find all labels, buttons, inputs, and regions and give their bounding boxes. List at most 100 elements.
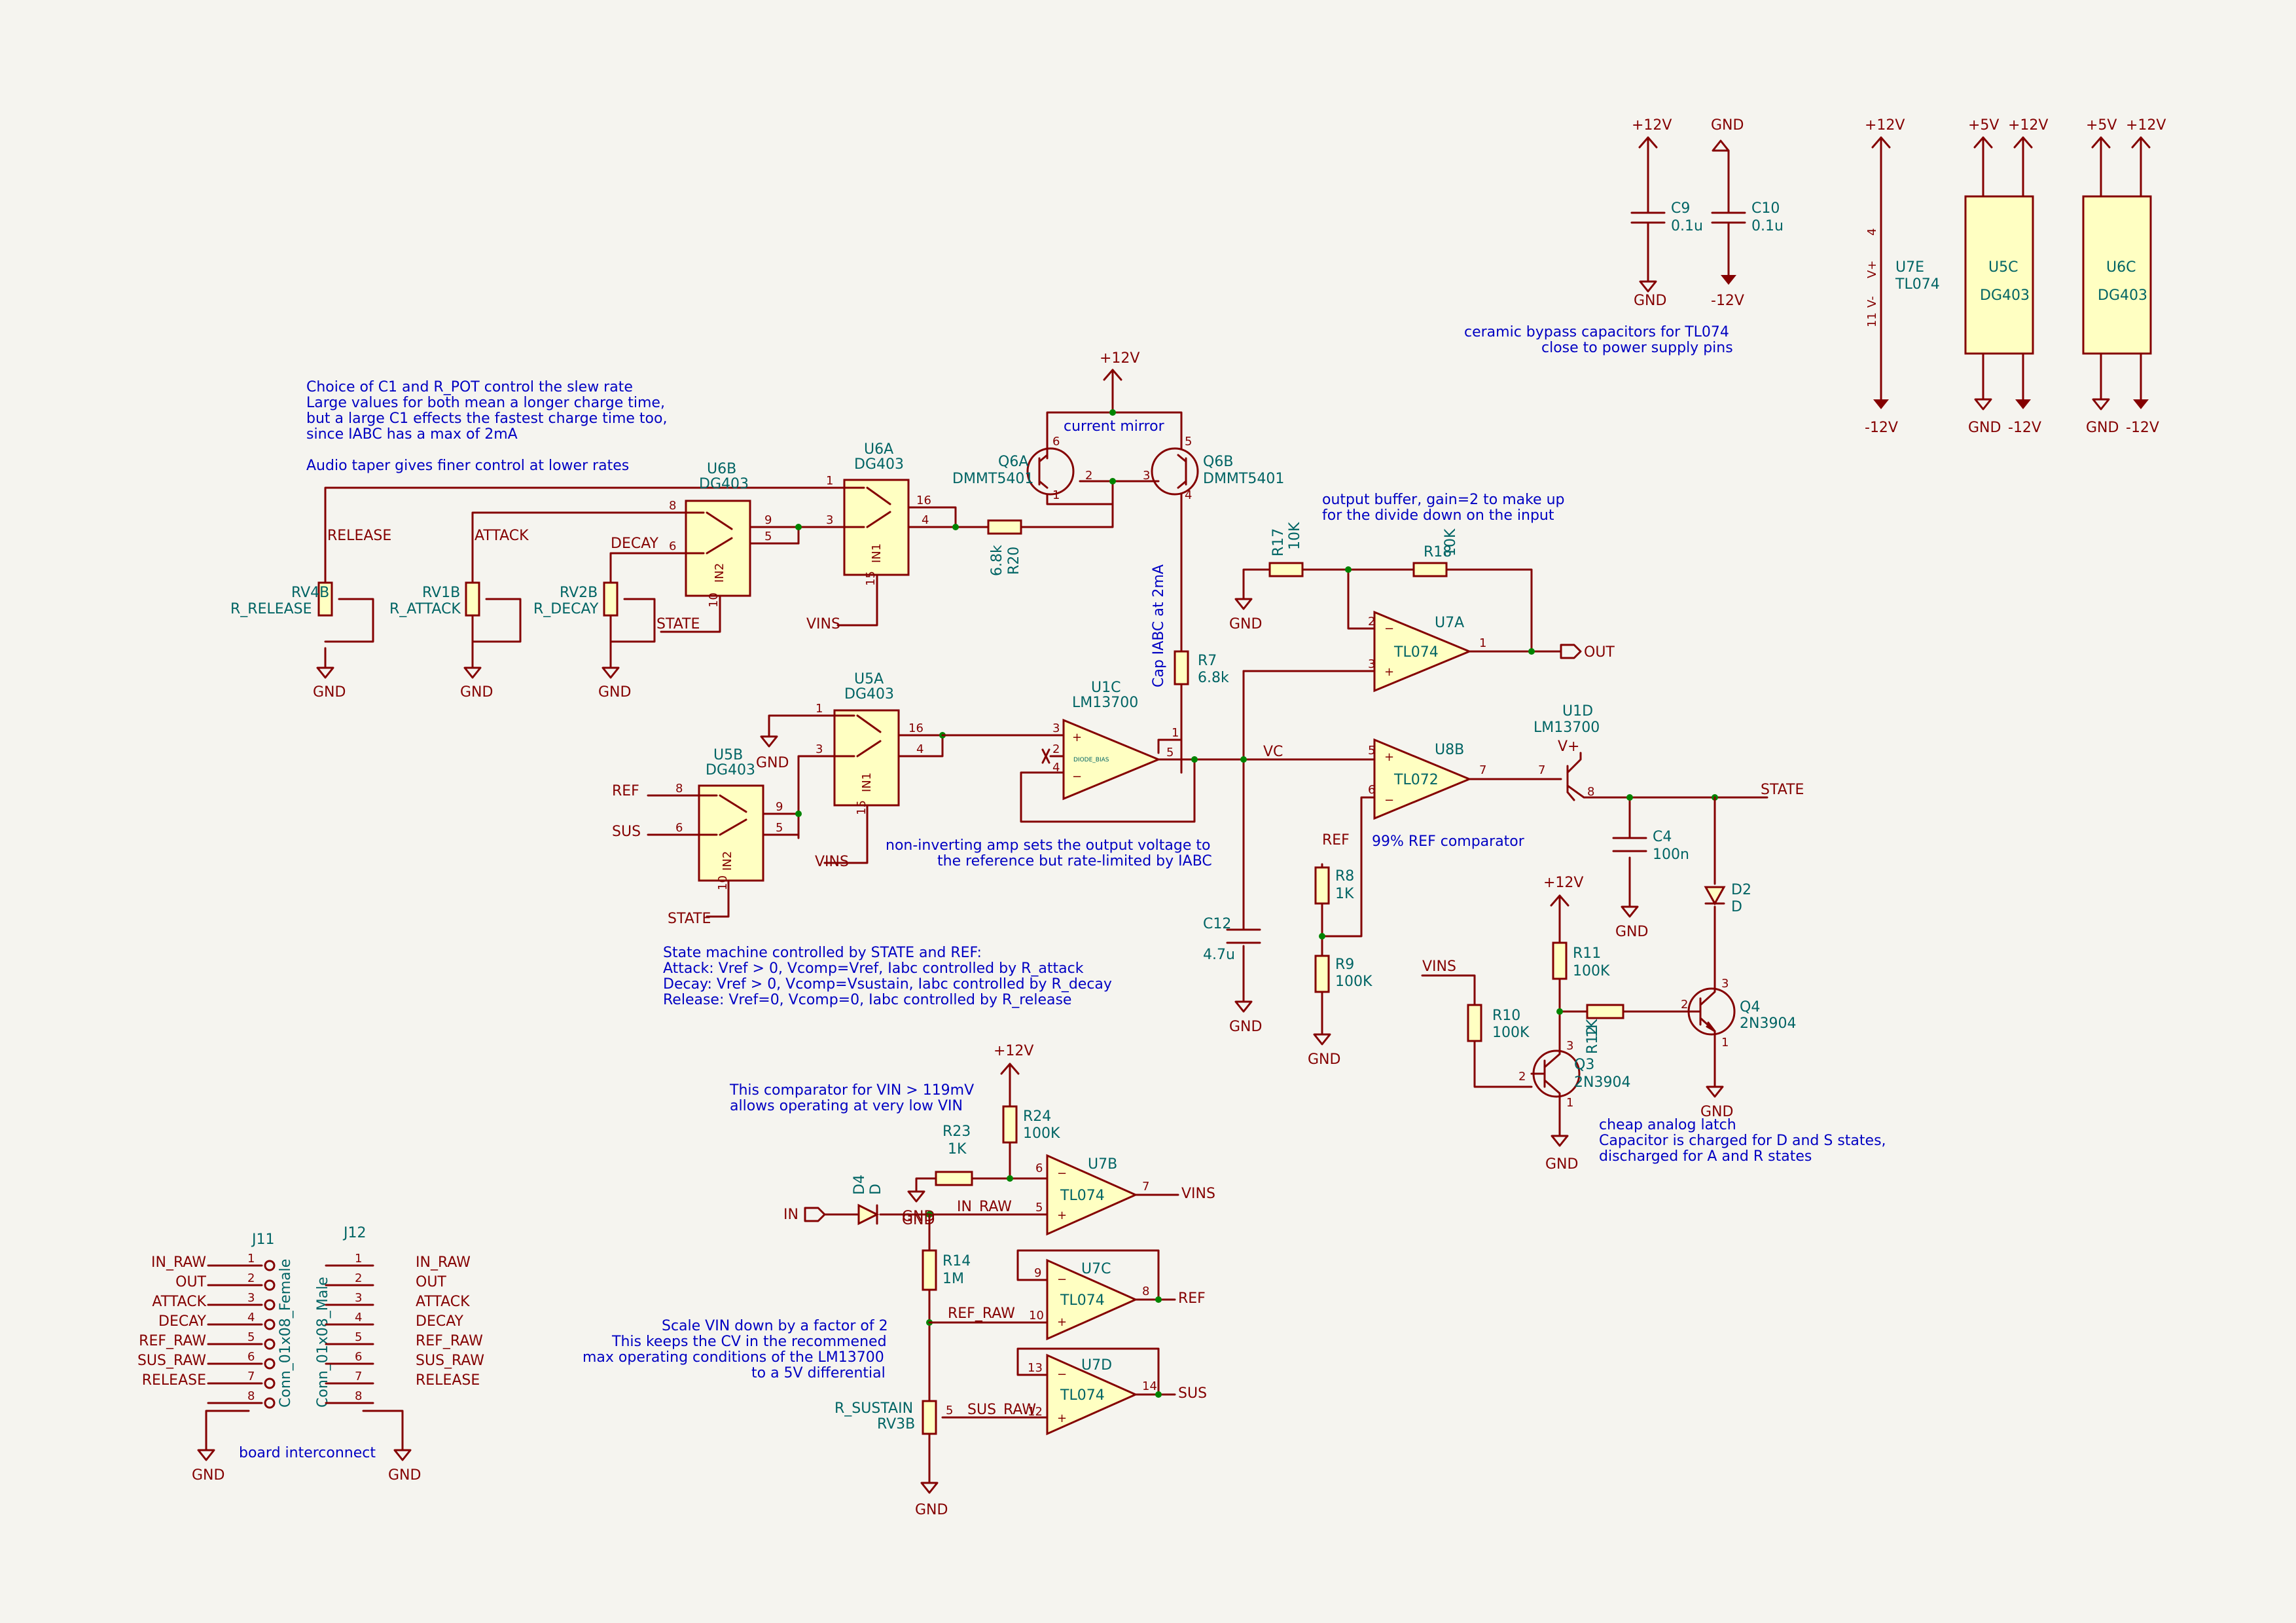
- q6b-ref: Q6B: [1203, 454, 1233, 470]
- u7d-value: TL074: [1060, 1387, 1105, 1404]
- connector-j11: J11 Conn_01x08_Female: [251, 1231, 294, 1408]
- r10-ref: R10: [1492, 1008, 1520, 1024]
- pwr-p12-r11: +12V: [1543, 875, 1583, 891]
- u7b-ref: U7B: [1088, 1156, 1117, 1173]
- u5a-switch: GND U5A DG403 13 164 15 IN1 VINS: [756, 671, 946, 870]
- r8-value: 1K: [1335, 886, 1354, 902]
- u1c-ref: U1C: [1091, 680, 1121, 696]
- r20-ref: R20: [1006, 547, 1022, 575]
- pwr-p12-u5c: +12V: [2008, 117, 2048, 134]
- svg-text:−: −: [1057, 1273, 1067, 1286]
- c12-value: 4.7u: [1203, 947, 1235, 963]
- svg-text:1: 1: [826, 474, 833, 488]
- net-vins-u7b: VINS: [1181, 1186, 1215, 1202]
- net-sus-raw: SUS_RAW: [967, 1402, 1036, 1418]
- c9-value: 0.1u: [1671, 218, 1703, 234]
- net-in-raw: IN_RAW: [957, 1199, 1012, 1215]
- svg-text:7: 7: [1538, 763, 1545, 777]
- svg-text:2: 2: [1052, 742, 1060, 756]
- j12-net-label: RELEASE: [416, 1372, 480, 1389]
- j11-socket: [264, 1299, 276, 1311]
- u6a-in1: IN1: [870, 543, 884, 563]
- j12-net-label: ATTACK: [416, 1294, 470, 1310]
- j11-socket: [264, 1319, 276, 1330]
- net-state-u5b: STATE: [668, 911, 711, 927]
- u6a-switch: U6A DG403 13 164 15 IN1 VINS: [795, 441, 957, 632]
- pwr-m12-u7e: -12V: [1865, 420, 1898, 436]
- svg-text:9: 9: [776, 800, 783, 814]
- j12-pin-number: 7: [355, 1370, 362, 1383]
- q3-value: 2N3904: [1574, 1074, 1630, 1091]
- svg-text:3: 3: [1052, 721, 1060, 735]
- svg-text:10: 10: [707, 593, 721, 608]
- u7c-ref: U7C: [1081, 1261, 1111, 1277]
- svg-text:2: 2: [1368, 615, 1375, 629]
- u7e-value: TL074: [1895, 276, 1940, 293]
- j12-pin-number: 4: [355, 1311, 362, 1324]
- svg-text:8: 8: [675, 782, 683, 795]
- j11-net-label: ATTACK: [152, 1294, 206, 1310]
- notes: Choice of C1 and R_POT control the slew …: [239, 324, 1886, 1461]
- note-bypass-2: close to power supply pins: [1541, 340, 1733, 356]
- d2-value: D: [1731, 899, 1742, 915]
- r8-ref: R8: [1335, 868, 1354, 884]
- note-bypass-1: ceramic bypass capacitors for TL074: [1464, 324, 1729, 340]
- svg-text:+: +: [1057, 1209, 1067, 1222]
- svg-text:5: 5: [776, 821, 783, 835]
- net-sus-u7d: SUS: [1178, 1385, 1207, 1402]
- svg-text:−: −: [1072, 770, 1082, 784]
- svg-text:5: 5: [1166, 746, 1174, 759]
- net-vins-r10: VINS: [1422, 958, 1456, 975]
- svg-text:9: 9: [764, 513, 772, 527]
- rv1b-value: R_ATTACK: [389, 601, 461, 617]
- u5a-ref: U5A: [854, 671, 884, 687]
- r7: R7 6.8k: [1174, 650, 1229, 686]
- svg-text:6: 6: [675, 821, 683, 835]
- j12-pin-number: 1: [355, 1252, 362, 1266]
- net-sus-u5b: SUS: [612, 824, 641, 840]
- note-state-4: Release: Vref=0, Vcomp=0, Iabc controlle…: [663, 992, 1071, 1008]
- note-scale-4: to a 5V differential: [751, 1365, 886, 1381]
- note-audio: Audio taper gives finer control at lower…: [306, 458, 629, 474]
- j11-net-label: REF_RAW: [139, 1333, 206, 1349]
- r24-value: 100K: [1023, 1125, 1060, 1142]
- svg-text:3: 3: [816, 742, 823, 756]
- j11-socket: [264, 1358, 276, 1370]
- note-slew-1: Choice of C1 and R_POT control the slew …: [306, 379, 633, 395]
- j11-net-label: DECAY: [158, 1313, 207, 1330]
- u5b-in2: IN2: [721, 851, 734, 871]
- u5a-in1: IN1: [860, 773, 874, 792]
- note-slew-3: but a large C1 effects the fastest charg…: [306, 410, 667, 427]
- svg-text:14: 14: [1142, 1379, 1157, 1393]
- r18-value: 10K: [1443, 528, 1459, 556]
- pots: RELEASE RV4B R_RELEASE GND ATTACK RV1B R…: [230, 486, 825, 701]
- r17-ref: R17: [1270, 528, 1287, 556]
- u1d-latch: U1D LM13700 V+ 78 STATE C4 100n GND D2 D…: [1421, 703, 1804, 1173]
- u7e-ref: U7E: [1895, 259, 1924, 276]
- svg-text:+: +: [1072, 731, 1082, 744]
- c12-ref: C12: [1203, 916, 1231, 932]
- note-scale-1: Scale VIN down by a factor of 2: [662, 1318, 888, 1334]
- svg-text:5: 5: [764, 530, 772, 543]
- u1d-value: LM13700: [1534, 720, 1600, 736]
- svg-text:+: +: [1384, 665, 1394, 679]
- u6c-value: DG403: [2098, 287, 2147, 304]
- u5b-ref: U5B: [713, 747, 743, 763]
- svg-text:3: 3: [1368, 657, 1375, 671]
- j12-value: Conn_01x08_Male: [315, 1277, 331, 1408]
- svg-text:10: 10: [1029, 1309, 1044, 1322]
- u1c-diode-bias: DIODE_BIAS: [1073, 757, 1109, 763]
- r9-value: 100K: [1335, 974, 1372, 990]
- svg-text:2: 2: [1681, 998, 1688, 1012]
- u6a-ref: U6A: [864, 441, 893, 458]
- pwr-gnd-j11: GND: [192, 1467, 224, 1484]
- j12-net-label: OUT: [416, 1274, 446, 1290]
- j11-ref: J11: [251, 1231, 274, 1248]
- net-state-u6b: STATE: [656, 616, 700, 632]
- note-slew-4: since IABC has a max of 2mA: [306, 426, 518, 443]
- r11-value: 100K: [1573, 963, 1610, 979]
- pwr-m12-u5c: -12V: [2008, 420, 2041, 436]
- net-vins-u5a: VINS: [815, 854, 849, 870]
